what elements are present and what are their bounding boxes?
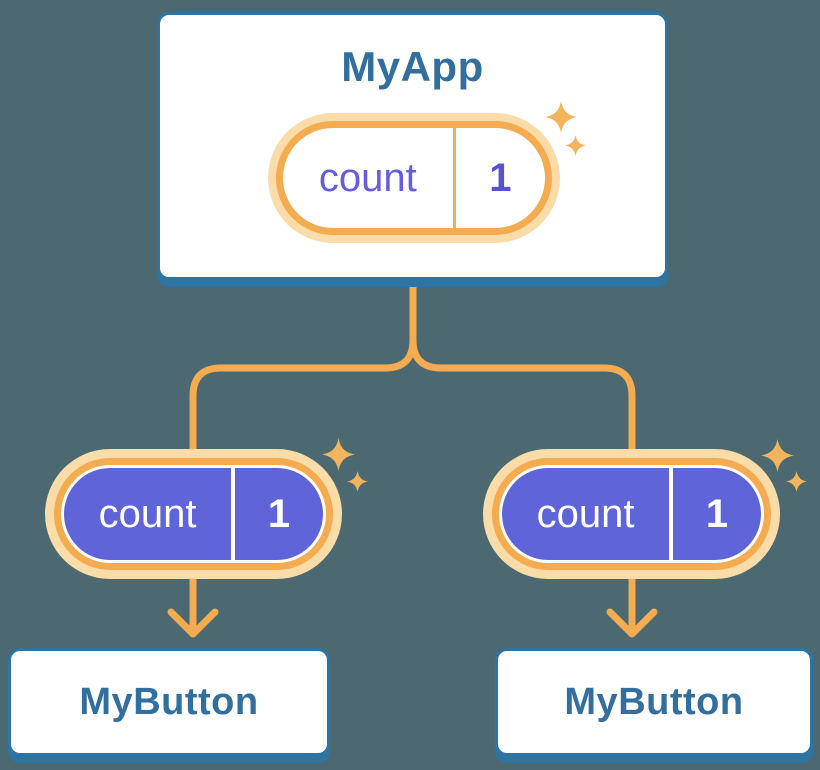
sparkle-icon: [786, 471, 807, 492]
branch-right-connector: [409, 280, 636, 456]
right-prop-value: 1: [673, 468, 761, 560]
sparkle-icon: [545, 101, 577, 133]
sparkle-icon: [347, 471, 368, 492]
right-child-component-card: MyButton: [495, 648, 813, 756]
left-prop-pill: count 1: [45, 449, 342, 579]
sparkle-icon: [322, 438, 355, 471]
branch-left-connector: [189, 280, 417, 456]
left-prop-pill-ring: count 1: [54, 458, 333, 570]
sparkle-icon: [761, 439, 794, 472]
arrow-down-left-icon: [167, 574, 219, 638]
pill-divider: [452, 128, 456, 228]
root-state-pill-body: count 1: [276, 121, 552, 235]
root-state-name: count: [318, 155, 417, 200]
right-prop-pill: count 1: [483, 449, 780, 579]
left-child-component-card: MyButton: [8, 648, 330, 756]
left-child-component-title: MyButton: [79, 680, 259, 723]
right-prop-name: count: [502, 468, 670, 560]
arrow-down-right-icon: [606, 574, 658, 638]
right-prop-pill-ring: count 1: [492, 458, 771, 570]
left-prop-name: count: [64, 468, 232, 560]
root-state-value: 1: [489, 155, 512, 200]
left-prop-value: 1: [235, 468, 323, 560]
right-child-component-title: MyButton: [564, 680, 744, 723]
sparkle-icon: [565, 135, 586, 156]
root-state-pill: count 1: [268, 113, 560, 243]
left-prop-pill-body: count 1: [61, 465, 326, 563]
root-component-title: MyApp: [341, 43, 484, 90]
right-prop-pill-body: count 1: [499, 465, 764, 563]
